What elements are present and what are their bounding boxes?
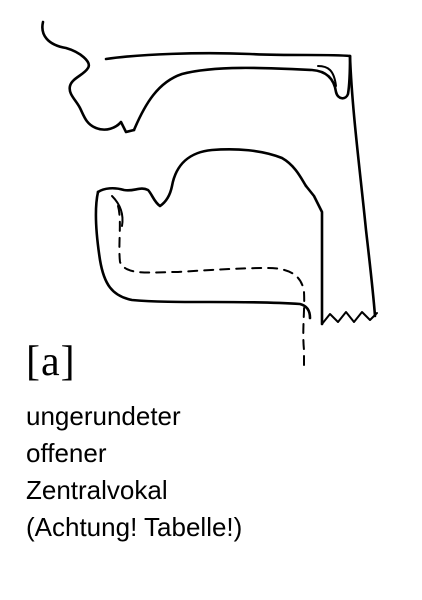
pharynx-back-wall bbox=[350, 56, 375, 316]
mouth-floor-dashed bbox=[118, 206, 304, 372]
palate-upper-line bbox=[106, 53, 350, 59]
lower-lip-jaw-tongue bbox=[98, 149, 306, 206]
face-profile-outline bbox=[42, 22, 134, 132]
pharynx-front-wall bbox=[306, 186, 322, 324]
vowel-description: ungerundeter offener Zentralvokal (Achtu… bbox=[26, 398, 242, 546]
palate-lower-line bbox=[134, 56, 350, 130]
description-line-1: ungerundeter bbox=[26, 398, 242, 435]
description-line-3: Zentralvokal bbox=[26, 472, 242, 509]
phonetic-symbol: [a] bbox=[26, 338, 76, 386]
chin-outline bbox=[96, 192, 310, 318]
description-line-2: offener bbox=[26, 435, 242, 472]
lip-detail bbox=[112, 196, 123, 226]
pharynx-cut-jagged bbox=[322, 312, 377, 324]
description-line-4: (Achtung! Tabelle!) bbox=[26, 509, 242, 546]
